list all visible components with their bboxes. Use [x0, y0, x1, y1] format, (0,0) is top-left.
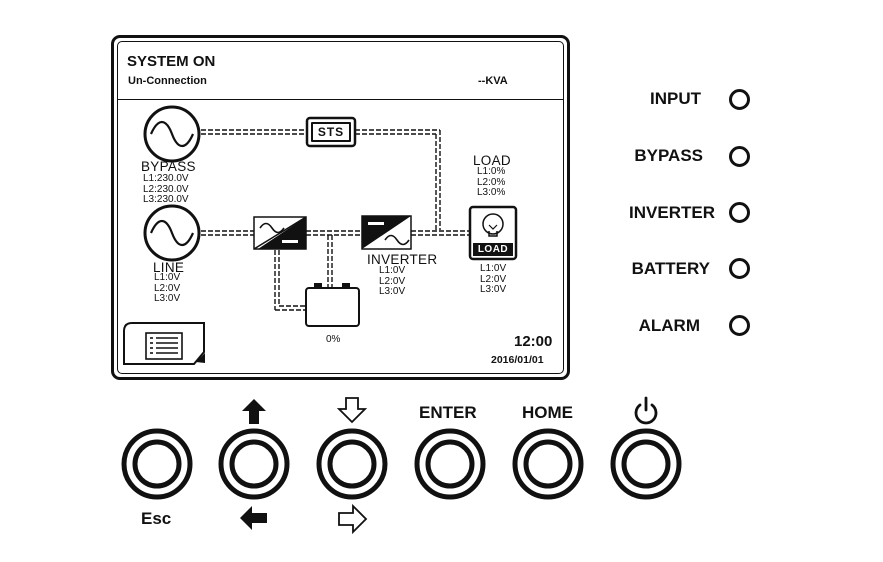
load-p2: L2:0%: [477, 176, 506, 188]
header-divider: [118, 99, 564, 100]
inverter-to-load-path: [411, 230, 470, 236]
down-right-button[interactable]: [319, 431, 385, 497]
indicator-inverter-led: [729, 202, 750, 223]
sts-label: STS: [317, 125, 345, 139]
indicator-battery-led: [729, 258, 750, 279]
connection-status: Un-Connection: [128, 75, 207, 87]
indicator-inverter-label: INVERTER: [629, 203, 715, 222]
load-l1: L1:0V: [480, 263, 507, 274]
indicator-bypass-label: BYPASS: [634, 146, 703, 165]
inverter-voltages: L1:0V L2:0V L3:0V: [379, 265, 406, 298]
line-l1: L1:0V: [154, 272, 181, 283]
bypass-to-sts-path: [201, 129, 307, 135]
lcd-screen: [117, 41, 564, 374]
line-voltages: L1:0V L2:0V L3:0V: [154, 272, 181, 305]
power-button[interactable]: [613, 431, 679, 497]
inverter-l1: L1:0V: [379, 265, 406, 276]
indicator-alarm-label: ALARM: [638, 316, 700, 335]
system-status-title: SYSTEM ON: [127, 53, 216, 70]
line-label: LINE: [153, 260, 185, 275]
esc-button[interactable]: [124, 431, 190, 497]
line-l3: L3:0V: [154, 293, 181, 304]
inverter-label: INVERTER: [367, 252, 438, 267]
sts-to-load-path: [355, 129, 441, 230]
bypass-voltages: L1:230.0V L2:230.0V L3:230.0V: [143, 173, 189, 206]
load-icon: [468, 205, 518, 261]
home-label: HOME: [522, 403, 573, 422]
indicator-alarm-led: [729, 315, 750, 336]
bypass-l1: L1:230.0V: [143, 173, 189, 184]
kva-readout: --KVA: [478, 75, 508, 87]
indicator-battery-label: BATTERY: [631, 259, 710, 278]
home-button[interactable]: [515, 431, 581, 497]
load-p3: L3:0%: [477, 187, 506, 198]
bypass-l2: L2:230.0V: [143, 183, 189, 195]
sts-switch-icon: [305, 116, 357, 148]
enter-label: ENTER: [419, 403, 477, 422]
bypass-ac-source-icon: [143, 105, 201, 163]
load-percentages: L1:0% L2:0% L3:0%: [477, 166, 506, 199]
load-badge: LOAD: [477, 244, 509, 255]
load-l3: L3:0V: [480, 284, 507, 295]
inverter-l3: L3:0V: [379, 286, 406, 297]
dc-bus-to-battery-path: [327, 235, 333, 288]
indicator-input-label: INPUT: [650, 89, 701, 108]
clock-time: 12:00: [514, 333, 553, 350]
rectifier-to-inverter-path: [306, 230, 362, 236]
line-ac-source-icon: [143, 204, 201, 262]
enter-button[interactable]: [417, 431, 483, 497]
bypass-label: BYPASS: [141, 159, 196, 174]
esc-label: Esc: [141, 509, 172, 528]
inverter-icon: [361, 215, 412, 250]
menu-list-icon: [123, 322, 205, 365]
line-to-rectifier-path: [201, 230, 254, 236]
load-label: LOAD: [473, 153, 511, 168]
battery-percent: 0%: [326, 334, 341, 345]
clock-date: 2016/01/01: [491, 354, 544, 366]
line-l2: L2:0V: [154, 282, 181, 294]
up-left-button[interactable]: [221, 431, 287, 497]
inverter-l2: L2:0V: [379, 275, 406, 287]
load-p1: L1:0%: [477, 166, 506, 177]
load-voltages: L1:0V L2:0V L3:0V: [480, 263, 507, 296]
lcd-screen-frame: [111, 35, 570, 380]
indicator-bypass-led: [729, 146, 750, 167]
indicator-input-led: [729, 89, 750, 110]
rectifier-icon: [253, 216, 307, 250]
bypass-l3: L3:230.0V: [143, 194, 189, 205]
battery-icon: [305, 283, 360, 327]
rectifier-to-battery-path: [274, 250, 306, 311]
load-l2: L2:0V: [480, 273, 507, 285]
